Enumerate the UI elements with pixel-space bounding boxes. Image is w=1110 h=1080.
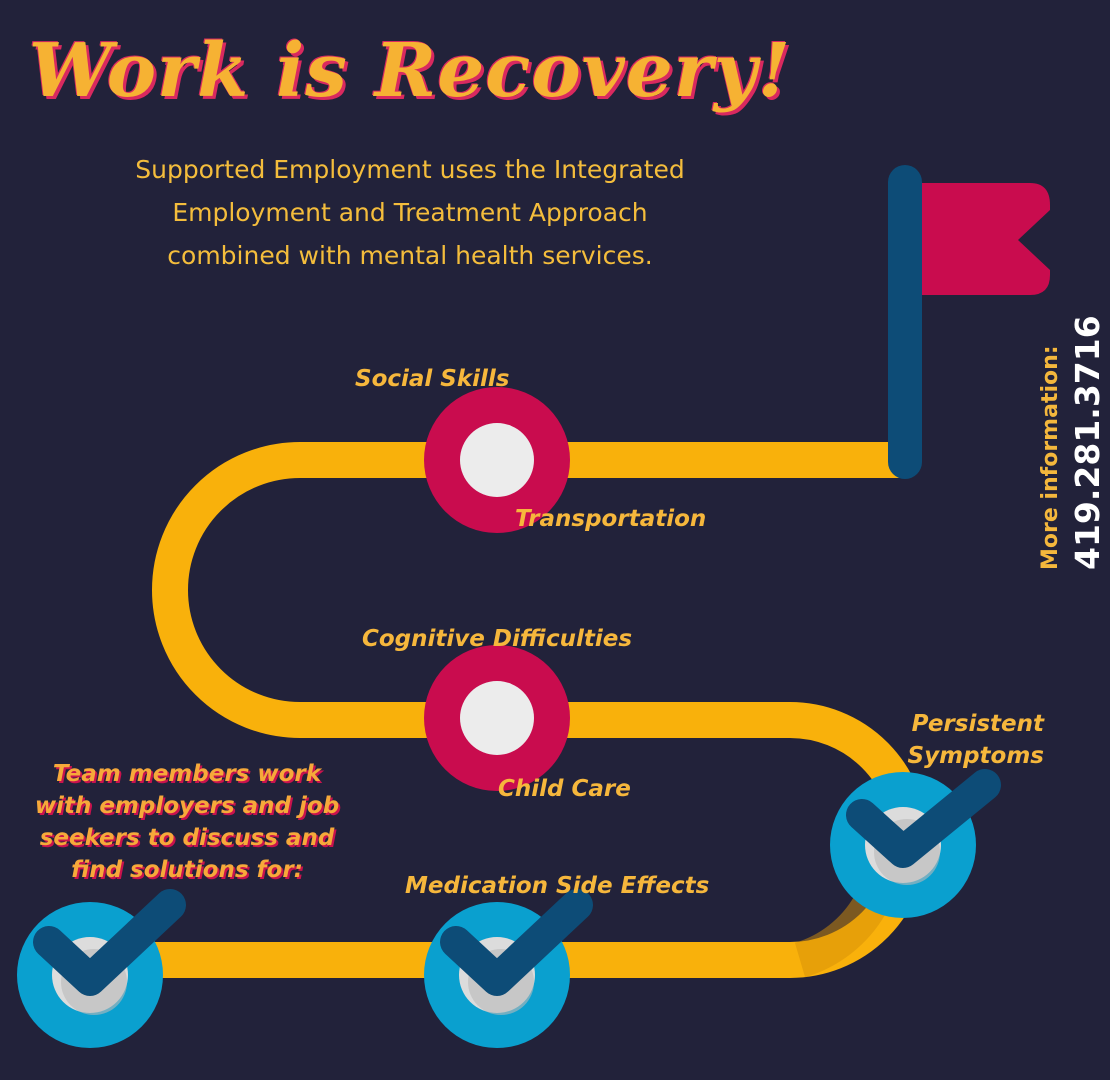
label-cognitive-difficulties: Cognitive Difficulties xyxy=(362,626,633,652)
team-text: Team members work with employers and job… xyxy=(12,758,362,886)
label-child-care: Child Care xyxy=(498,776,631,802)
contact-phone: 419.281.3716 xyxy=(1068,315,1107,570)
label-social-skills: Social Skills xyxy=(355,366,510,392)
checkmark-icon xyxy=(424,889,593,1048)
subtitle: Supported Employment uses the Integrated… xyxy=(60,148,760,277)
team-line: Team members work xyxy=(52,761,322,787)
milestone-marker-cognitive xyxy=(424,645,570,791)
contact-info: More information: 419.281.3716 xyxy=(1036,300,1110,570)
subtitle-line: combined with mental health services. xyxy=(167,241,653,270)
flag-icon xyxy=(888,165,1050,479)
team-line: with employers and job xyxy=(34,793,340,819)
label-line: Persistent xyxy=(911,711,1044,737)
team-line: seekers to discuss and xyxy=(39,825,335,851)
label-medication-side-effects: Medication Side Effects xyxy=(405,873,710,899)
roadmap-diagram xyxy=(17,165,1050,1048)
page-title: Work is Recovery! xyxy=(28,28,792,114)
subtitle-line: Employment and Treatment Approach xyxy=(172,198,648,227)
subtitle-line: Supported Employment uses the Integrated xyxy=(135,155,685,184)
checkmark-icon xyxy=(830,769,1001,918)
milestone-marker-social-skills xyxy=(424,387,570,533)
road-shadow xyxy=(794,895,886,978)
contact-label: More information: xyxy=(1038,345,1063,570)
label-transportation: Transportation xyxy=(515,506,707,532)
infographic: Work is Recovery! Supported Employment u… xyxy=(12,28,1107,1048)
team-line: find solutions for: xyxy=(71,857,303,883)
checkmark-icon xyxy=(17,889,186,1048)
label-persistent-symptoms: Persistent Symptoms xyxy=(880,708,1044,772)
label-line: Symptoms xyxy=(907,743,1044,769)
